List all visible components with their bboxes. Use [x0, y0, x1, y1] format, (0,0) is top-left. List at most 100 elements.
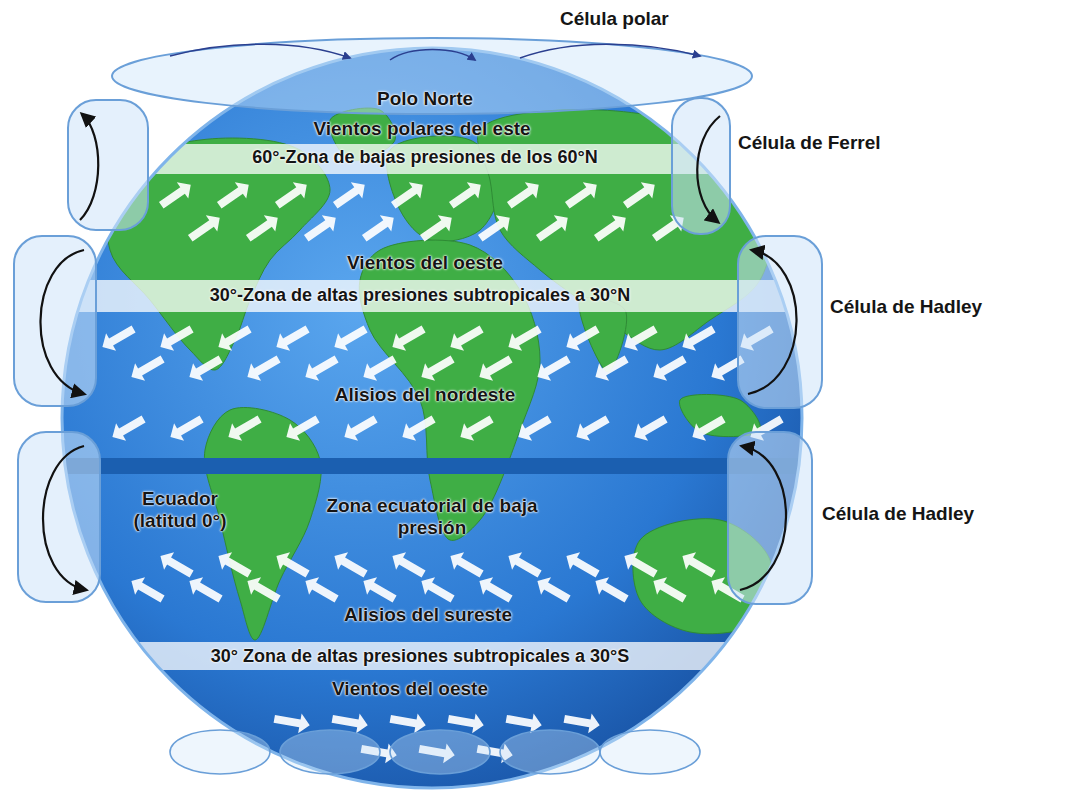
wind-arrow: [271, 320, 312, 355]
wind-arrow: [359, 209, 400, 246]
pressure-band: [0, 458, 1066, 474]
wind-name: Vientos del oeste: [225, 252, 625, 274]
wind-arrow: [358, 572, 399, 607]
wind-arrow: [358, 350, 399, 385]
circulation-arrow: [80, 114, 98, 220]
wind-arrow: [165, 410, 206, 445]
wind-arrow: [184, 572, 225, 607]
circulation-arrow: [697, 116, 720, 222]
wind-arrow: [242, 350, 283, 385]
wind-arrow: [184, 350, 225, 385]
cell-name: Célula polar: [560, 8, 780, 30]
cell-name: Célula de Hadley: [830, 296, 1050, 318]
pressure-zone: Zona ecuatorial de baja presión: [317, 495, 547, 539]
wind-arrow: [474, 350, 515, 385]
wind-arrow: [185, 209, 226, 246]
ferrel-cell: [672, 98, 730, 234]
wind-arrow: [648, 572, 689, 607]
wind-arrow: [156, 176, 197, 213]
circulation-arrow: [170, 44, 350, 58]
southern-cell: [390, 730, 490, 774]
wind-arrow: [677, 320, 718, 355]
circulation-arrow: [40, 250, 84, 394]
pressure-band: [0, 144, 1066, 174]
pressure-band: [0, 642, 1066, 670]
hadley-cell: [738, 236, 822, 408]
wind-arrow: [155, 547, 196, 582]
hadley-cell: [18, 432, 100, 602]
hadley-cell: [728, 432, 812, 604]
wind-arrow: [446, 176, 487, 213]
pole-name: Polo Norte: [275, 88, 575, 110]
wind-arrow: [243, 209, 284, 246]
equator-name: Ecuador (latitud 0°): [110, 488, 250, 532]
wind-arrow: [213, 547, 254, 582]
circulation-arrow: [740, 446, 786, 590]
wind-arrow: [300, 572, 341, 607]
wind-arrow: [397, 410, 438, 445]
wind-arrow: [503, 547, 544, 582]
wind-arrow: [474, 572, 515, 607]
wind-arrow: [272, 176, 313, 213]
wind-arrow: [417, 209, 458, 246]
circulation-cells: [14, 38, 822, 774]
southern-cell: [280, 730, 380, 774]
wind-arrow: [455, 410, 496, 445]
wind-name: Vientos del oeste: [210, 678, 610, 700]
circulation-arrow: [390, 50, 475, 61]
pressure-zone: 60°-Zona de bajas presiones de los 60°N: [115, 147, 735, 168]
wind-arrow: [532, 350, 573, 385]
wind-arrow: [590, 572, 631, 607]
wind-arrow: [388, 176, 429, 213]
wind-arrow: [271, 547, 312, 582]
pressure-zone: 30° Zona de altas presiones subtropicale…: [70, 646, 770, 667]
wind-arrow: [571, 410, 612, 445]
wind-arrow: [242, 572, 283, 607]
wind-arrow: [504, 176, 545, 213]
wind-arrow: [591, 209, 632, 246]
polar-cell: [112, 38, 752, 114]
wind-arrow: [281, 410, 322, 445]
wind-arrow: [619, 547, 660, 582]
wind-arrow: [561, 547, 602, 582]
wind-arrow: [416, 350, 457, 385]
wind-arrow: [155, 320, 196, 355]
wind-arrow: [273, 709, 312, 735]
southern-cell: [600, 730, 700, 774]
wind-arrow: [213, 320, 254, 355]
hadley-cell: [14, 236, 96, 406]
wind-arrow: [301, 209, 342, 246]
wind-name: Alisios del sureste: [228, 604, 628, 626]
pressure-zone: 30°-Zona de altas presiones subtropicale…: [70, 285, 770, 306]
wind-arrow: [387, 547, 428, 582]
wind-arrow: [445, 547, 486, 582]
wind-arrow: [687, 410, 728, 445]
cell-name: Célula de Hadley: [822, 503, 1042, 525]
wind-arrow: [648, 350, 689, 385]
wind-arrow: [475, 209, 516, 246]
globe-surface: [0, 108, 1066, 765]
wind-arrow: [107, 410, 148, 445]
cell-name: Célula de Ferrel: [738, 132, 978, 154]
wind-arrow: [503, 320, 544, 355]
wind-arrow: [126, 572, 167, 607]
circulation-arrow: [520, 44, 700, 58]
wind-arrow: [677, 547, 718, 582]
ferrel-cell: [68, 100, 148, 230]
wind-arrow: [97, 320, 138, 355]
circulation-arrow: [43, 446, 86, 590]
wind-arrow: [329, 547, 370, 582]
southern-cell: [500, 730, 600, 774]
wind-arrow: [533, 209, 574, 246]
wind-arrow: [416, 572, 457, 607]
wind-arrow: [590, 350, 631, 385]
wind-arrow: [126, 350, 167, 385]
wind-arrow: [329, 320, 370, 355]
wind-arrow: [619, 320, 660, 355]
wind-name: Vientos polares del este: [222, 118, 622, 140]
globe-outline: [62, 48, 802, 788]
wind-arrow: [629, 410, 670, 445]
wind-arrow: [214, 176, 255, 213]
